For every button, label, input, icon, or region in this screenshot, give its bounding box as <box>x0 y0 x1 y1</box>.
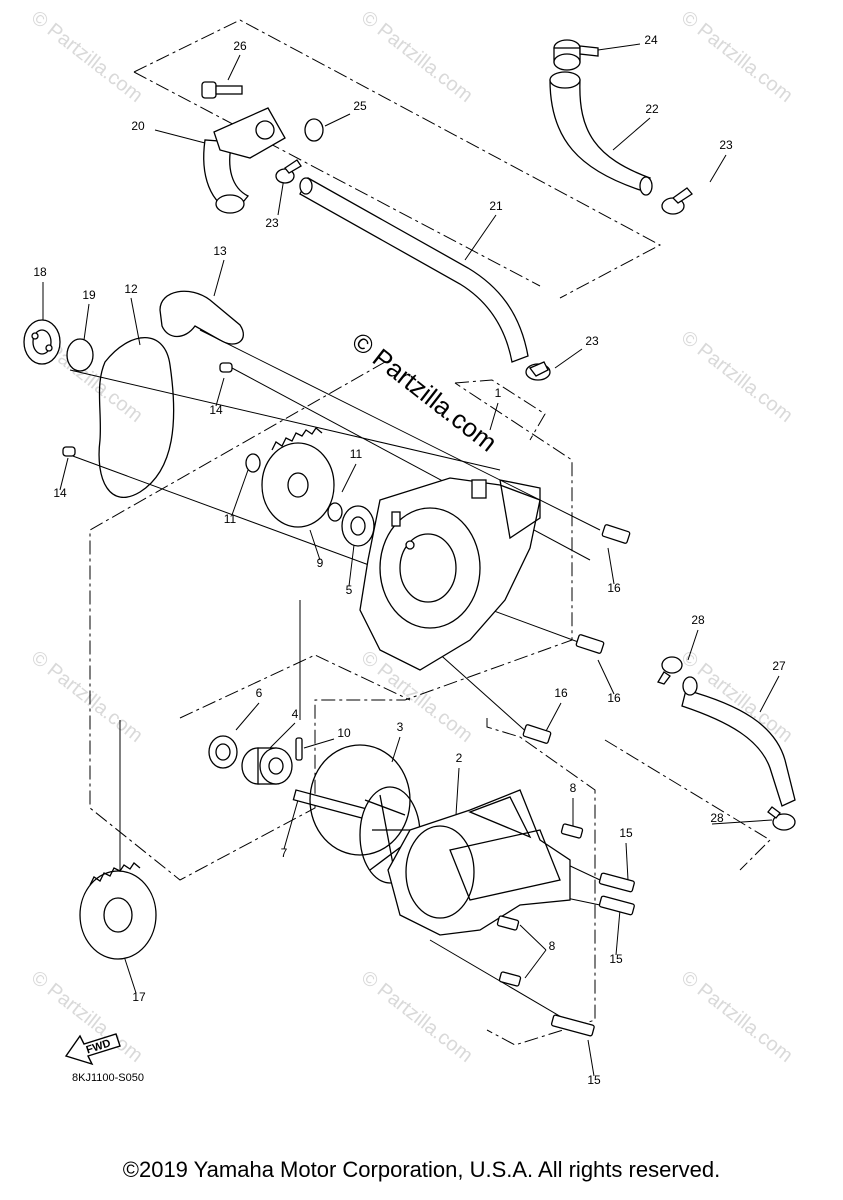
part-20-elbow-pipe <box>203 107 286 214</box>
watermark-tile: © Partzilla.com <box>677 967 797 1067</box>
callout-label-17: 17 <box>132 990 146 1004</box>
part-13-gasket <box>159 290 244 345</box>
part-14-dowel <box>219 362 233 373</box>
callout-label-14: 14 <box>209 403 223 417</box>
part-11-circlip-b <box>327 502 343 522</box>
callout-label-28: 28 <box>691 613 705 627</box>
part-16-bolt <box>601 524 631 544</box>
callout-label-16: 16 <box>607 691 621 705</box>
callout-label-26: 26 <box>233 39 247 53</box>
callout-label-8: 8 <box>549 939 556 953</box>
callout-label-13: 13 <box>213 244 227 258</box>
callout-label-10: 10 <box>337 726 351 740</box>
part-26-bolt <box>201 81 243 99</box>
part-16-bolt-b <box>575 634 605 654</box>
callout-label-6: 6 <box>256 686 263 700</box>
part-1-cover <box>359 477 541 671</box>
callout-label-23: 23 <box>265 216 279 230</box>
callout-label-12: 12 <box>124 282 138 296</box>
callout-label-15: 15 <box>619 826 633 840</box>
callout-label-14: 14 <box>53 486 67 500</box>
part-8-bolt-c <box>498 971 522 987</box>
callout-label-9: 9 <box>317 556 324 570</box>
diagram-code: 8KJ1100-S050 <box>72 1072 144 1084</box>
watermark-tile: © Partzilla.com <box>677 327 797 427</box>
parts <box>23 39 796 1037</box>
callout-label-16: 16 <box>607 581 621 595</box>
part-19-circlip <box>66 338 94 372</box>
callout-label-3: 3 <box>397 720 404 734</box>
part-18-bearing <box>23 319 61 365</box>
part-15-bolt <box>598 872 635 893</box>
part-15-bolt-b <box>598 895 635 916</box>
callout-label-25: 25 <box>353 99 367 113</box>
part-17-gear <box>79 862 157 960</box>
callout-label-11: 11 <box>224 512 237 526</box>
part-3-o-ring <box>309 744 411 856</box>
callout-label-22: 22 <box>645 102 659 116</box>
part-14-dowel-b <box>62 446 76 457</box>
callout-label-2: 2 <box>456 751 463 765</box>
callout-label-24: 24 <box>644 33 658 47</box>
part-2-pump-housing <box>387 789 571 936</box>
part-28-clamp-b <box>767 806 796 831</box>
callout-label-4: 4 <box>292 707 299 721</box>
part-15-bolt-c <box>550 1014 595 1037</box>
fwd-arrow-icon: FWD <box>64 1033 121 1066</box>
callout-label-18: 18 <box>33 265 47 279</box>
part-16-bolt-c <box>522 724 552 744</box>
part-10-pin <box>295 737 303 761</box>
watermark-tile: © Partzilla.com <box>27 647 147 747</box>
callout-label-28: 28 <box>710 811 724 825</box>
part-22-hose <box>549 79 652 191</box>
callout-label-7: 7 <box>281 846 288 860</box>
callout-label-5: 5 <box>346 583 353 597</box>
callout-label-20: 20 <box>131 119 145 133</box>
callout-label-27: 27 <box>772 659 786 673</box>
part-5-bearing <box>341 505 375 547</box>
part-24-clamp <box>553 39 599 71</box>
callout-label-16: 16 <box>554 686 568 700</box>
center-watermark: © Partzilla.com <box>346 326 503 458</box>
part-25-o-ring <box>304 118 324 142</box>
part-6-oil-seal <box>208 735 238 769</box>
fwd-label: FWD <box>85 1037 113 1056</box>
callout-label-21: 21 <box>489 199 503 213</box>
callout-label-1: 1 <box>495 386 502 400</box>
callout-label-23: 23 <box>719 138 733 152</box>
watermark-tile: © Partzilla.com <box>677 7 797 107</box>
part-4-mechanical-seal <box>241 747 293 785</box>
part-28-clamp <box>657 656 683 685</box>
exploded-view-drawing: © Partzilla.com © Partzilla.com © Partzill… <box>23 7 797 1087</box>
part-8-bolt-b <box>496 915 520 931</box>
part-12-o-ring <box>98 337 175 498</box>
callout-label-11: 11 <box>350 447 363 461</box>
part-11-circlip <box>245 453 261 473</box>
part-21-hose <box>299 177 529 363</box>
callout-label-15: 15 <box>587 1073 601 1087</box>
part-8-bolt <box>560 823 584 839</box>
copyright-notice: ©2019 Yamaha Motor Corporation, U.S.A. A… <box>122 1157 721 1182</box>
watermark-tile: © Partzilla.com <box>27 7 147 107</box>
part-23-clamp <box>275 159 302 184</box>
part-23-clamp-mid <box>525 361 551 381</box>
part-23-clamp-right <box>661 187 693 215</box>
part-9-gear <box>261 427 335 528</box>
callout-label-19: 19 <box>82 288 96 302</box>
callout-label-8: 8 <box>570 781 577 795</box>
callout-label-23: 23 <box>585 334 599 348</box>
watermark-tile: © Partzilla.com <box>357 967 477 1067</box>
part-27-hose <box>681 689 796 807</box>
callout-label-15: 15 <box>609 952 623 966</box>
